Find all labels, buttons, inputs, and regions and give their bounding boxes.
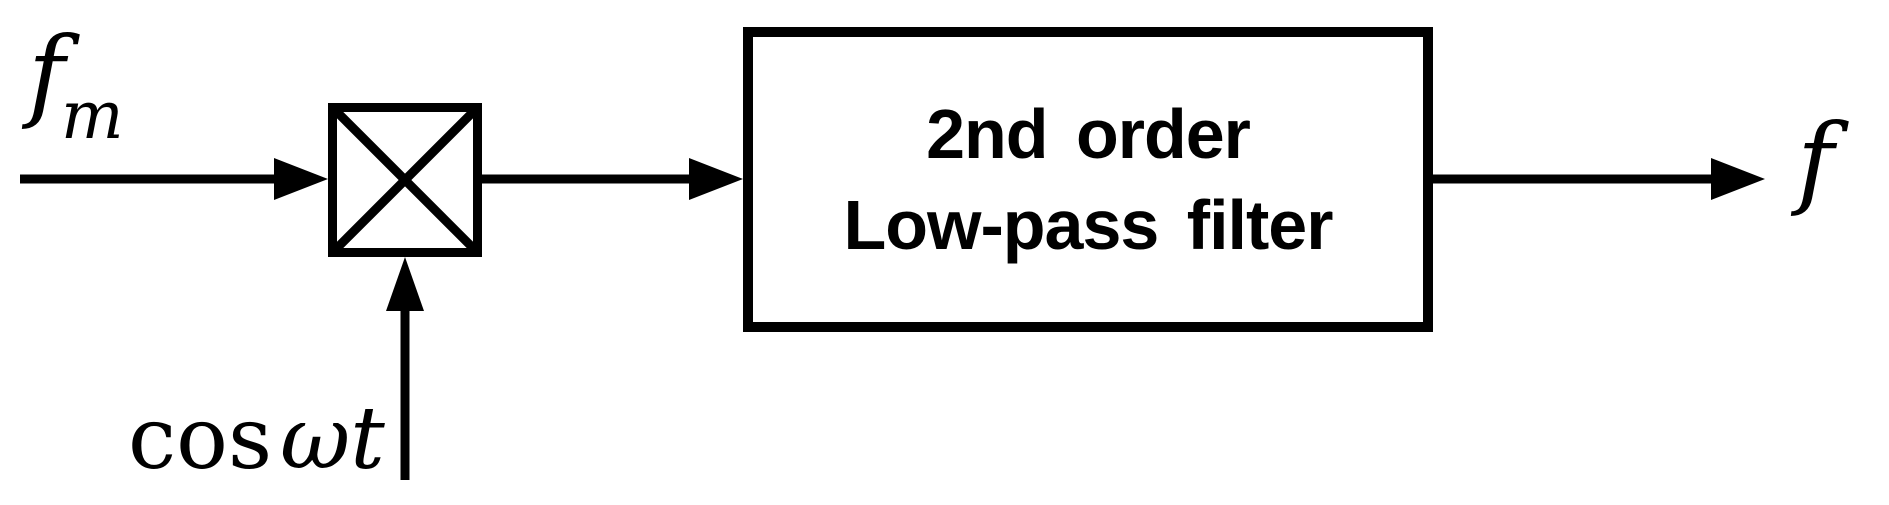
filter-box xyxy=(743,27,1433,332)
input-signal-subscript: m xyxy=(61,77,124,154)
output-signal-label: f xyxy=(1797,103,1834,219)
input-signal-label: fm xyxy=(28,16,124,155)
output-signal-base: f xyxy=(1797,102,1835,219)
filter-label: 2nd order Low-pass filter xyxy=(748,32,1428,327)
carrier-signal-label: cosωt xyxy=(128,389,385,490)
mixer-box xyxy=(328,103,482,257)
output-arrowhead-icon xyxy=(1711,158,1765,200)
multiplier-x-icon xyxy=(330,105,480,255)
input-arrowhead-icon xyxy=(274,158,328,200)
mixer-to-filter-arrowhead-icon xyxy=(689,158,743,200)
input-arrow xyxy=(20,158,328,200)
carrier-arrowhead-icon xyxy=(386,257,424,311)
input-signal-base: f xyxy=(28,15,66,132)
mixer-block xyxy=(328,103,482,257)
carrier-function: cos xyxy=(128,389,273,489)
filter-label-line1: 2nd order xyxy=(926,94,1251,173)
mixer-to-filter-arrow xyxy=(482,158,743,200)
output-arrow xyxy=(1433,158,1765,200)
filter-label-line2: Low-pass filter xyxy=(843,185,1334,264)
carrier-argument: ωt xyxy=(280,389,385,489)
carrier-arrow xyxy=(386,257,424,480)
